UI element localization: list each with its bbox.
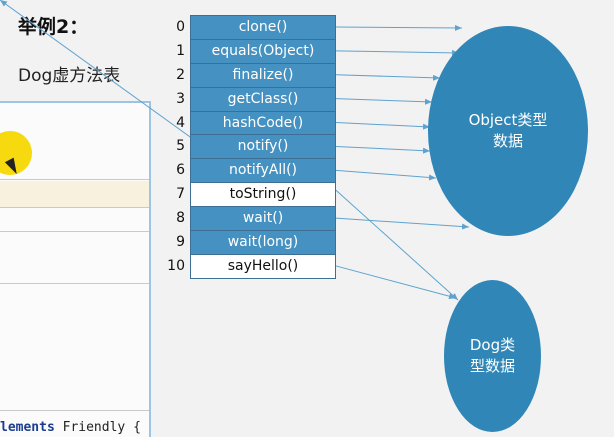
editor-line-divider (0, 410, 149, 411)
vtable-method-name: toString() (229, 186, 297, 203)
vtable-arrow (335, 145, 431, 154)
vtable-method-name: wait(long) (227, 234, 299, 251)
code-keyword: lements (0, 420, 55, 435)
virtual-method-table: 0 clone() 1 equals(Object) 2 finalize() 3 getCl… (167, 15, 336, 279)
vtable-method-name: finalize() (232, 66, 294, 83)
slide-subtitle: Dog虚方法表 (18, 66, 121, 86)
dog-data-label-line2: 型数据 (469, 357, 515, 375)
vtable-entry: 1 equals(Object) (176, 38, 336, 63)
object-data-label-line2: 数据 (492, 132, 523, 150)
vtable-entry: 4 hashCode() (176, 110, 336, 135)
vtable-arrow (335, 24, 463, 31)
vtable-method-name: wait() (242, 210, 284, 227)
vtable-entry: 3 getClass() (176, 86, 336, 111)
vtable-method-name: sayHello() (227, 257, 299, 274)
vtable-method-name: clone() (238, 19, 288, 35)
vtable-index: 3 (176, 90, 185, 107)
editor-line-divider (0, 283, 149, 284)
vtable-entry: 8 wait() (176, 206, 336, 231)
vtable-method-name: hashCode() (222, 114, 304, 131)
vtable-index: 10 (167, 257, 185, 274)
vtable-arrow (335, 49, 460, 56)
dog-type-data-ellipse: Dog类 型数据 (444, 280, 541, 432)
vtable-method-name: getClass() (227, 90, 299, 107)
vtable-index: 2 (176, 66, 185, 83)
editor-current-line (0, 181, 149, 207)
slide-title: 举例2： (18, 16, 89, 38)
vtable-index: 7 (176, 186, 185, 203)
vtable-index: 9 (176, 234, 185, 251)
vtable-method-name: equals(Object) (211, 42, 315, 59)
object-data-label-line1: Object类型 (468, 111, 548, 129)
vtable-entry: 7 toString() (176, 182, 336, 207)
code-text: Friendly { (54, 420, 141, 435)
dog-data-label-line1: Dog类 (469, 336, 516, 354)
vtable-method-name: notify() (237, 138, 289, 155)
editor-line-divider (0, 179, 149, 180)
vtable-entry: 0 clone() (176, 15, 336, 39)
vtable-arrow (335, 98, 433, 105)
vtable-entry: 2 finalize() (176, 62, 336, 87)
vtable-arrow (335, 74, 441, 81)
vtable-method-name: notifyAll() (228, 162, 298, 179)
vtable-arrow (335, 122, 431, 130)
vtable-arrow (335, 217, 470, 230)
editor-line-divider (0, 207, 149, 208)
object-type-data-ellipse: Object类型 数据 (428, 26, 588, 236)
vtable-index: 0 (176, 19, 185, 35)
vtable-entry: 10 sayHello() (167, 253, 336, 279)
vtable-index: 8 (176, 210, 185, 227)
vtable-index: 6 (176, 162, 185, 179)
code-line[interactable]: lements Friendly { (0, 420, 141, 435)
vtable-entry: 9 wait(long) (176, 230, 336, 254)
vtable-index: 4 (176, 114, 185, 131)
vtable-index: 5 (176, 138, 185, 155)
vtable-arrow (335, 169, 437, 181)
vtable-arrow (335, 265, 457, 300)
ide-editor-panel[interactable]: lements Friendly { (0, 101, 151, 437)
vtable-index: 1 (176, 42, 185, 59)
editor-line-divider (0, 231, 149, 232)
vtable-entry: 6 notifyAll() (176, 158, 336, 183)
vtable-entry: 5 notify() (176, 134, 336, 159)
vtable-arrow (335, 189, 459, 301)
